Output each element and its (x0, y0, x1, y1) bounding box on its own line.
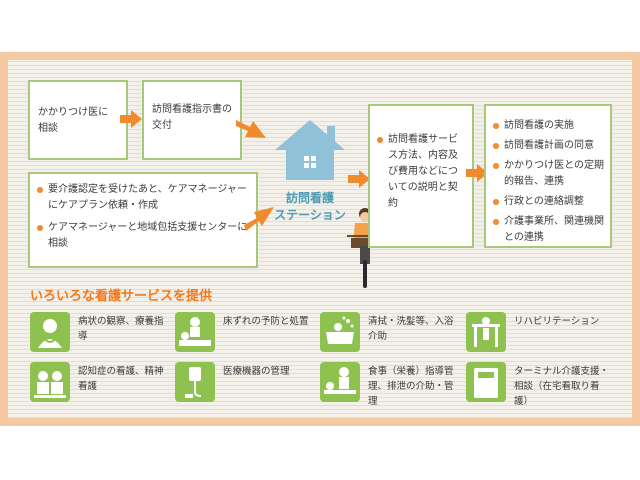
services-title: いろいろな看護サービスを提供 (30, 289, 213, 304)
dementia-care-icon (30, 362, 70, 402)
service-item: ターミナル介護支援・相談（在宅看取り看護） (466, 362, 616, 407)
task-item-3: かかりつけ医との定期的報告、連携 (492, 158, 604, 190)
house-icon (275, 120, 345, 180)
terminal-care-bed-icon (466, 362, 506, 402)
service-label: 医療機器の管理 (223, 366, 290, 377)
bedsore-care-icon (175, 312, 215, 352)
bath-icon (320, 312, 360, 352)
care-manager-item-2: ケアマネージャーと地域包括支援センターに相談 (36, 220, 248, 252)
service-item: 床ずれの予防と処置 (175, 312, 315, 352)
contract-text: 訪問看護サービス方法、内容及び費用などについての説明と契約 (376, 132, 466, 212)
flow-arrow-2 (236, 120, 266, 138)
iv-drip-icon (175, 362, 215, 402)
task-item-5: 介護事業所、関連機関との連携 (492, 214, 604, 246)
order-issue-box: 訪問看護指示書の交付 (142, 80, 242, 160)
service-label: リハビリテーション (514, 316, 600, 327)
station-label: 訪問看護 ステーション (270, 190, 350, 224)
flow-arrow-1 (120, 110, 142, 128)
service-item: 清拭・洗髪等、入浴介助 (320, 312, 460, 352)
service-tasks-box: 訪問看護の実施 訪問看護計画の同意 かかりつけ医との定期的報告、連携 行政との連… (484, 104, 612, 248)
service-label: 病状の観察、療養指導 (78, 316, 164, 342)
task-item-4: 行政との連絡調整 (492, 194, 604, 210)
service-item: 認知症の看護、精神看護 (30, 362, 170, 402)
meal-icon (320, 362, 360, 402)
order-issue-text: 訪問看護指示書の交付 (152, 104, 232, 131)
service-item: リハビリテーション (466, 312, 616, 352)
doctor-icon (30, 312, 70, 352)
service-label: 認知症の看護、精神看護 (78, 366, 164, 392)
flow-arrow-4 (348, 170, 370, 188)
contract-box: 訪問看護サービス方法、内容及び費用などについての説明と契約 (368, 104, 474, 248)
service-label: 床ずれの予防と処置 (223, 316, 309, 327)
task-item-2: 訪問看護計画の同意 (492, 138, 604, 154)
service-item: 病状の観察、療養指導 (30, 312, 170, 352)
service-item: 医療機器の管理 (175, 362, 315, 402)
rehabilitation-icon (466, 312, 506, 352)
flow-arrow-3 (244, 207, 274, 231)
service-label: ターミナル介護支援・相談（在宅看取り看護） (514, 366, 610, 407)
station-label-line1: 訪問看護 (285, 191, 334, 205)
service-item: 食事（栄養）指導管理、排泄の介助・管理 (320, 362, 460, 407)
flow-arrow-5 (466, 164, 488, 182)
task-item-1: 訪問看護の実施 (492, 118, 604, 134)
consult-doctor-box: かかりつけ医に相談 (28, 80, 128, 160)
care-manager-box: 要介護認定を受けたあと、ケアマネージャーにケアプラン依頼・作成 ケアマネージャー… (28, 172, 258, 268)
service-label: 食事（栄養）指導管理、排泄の介助・管理 (368, 366, 454, 407)
consult-doctor-text: かかりつけ医に相談 (38, 107, 109, 134)
service-label: 清拭・洗髪等、入浴介助 (368, 316, 454, 342)
station-label-line2: ステーション (274, 208, 346, 222)
care-manager-item-1: 要介護認定を受けたあと、ケアマネージャーにケアプラン依頼・作成 (36, 182, 248, 214)
